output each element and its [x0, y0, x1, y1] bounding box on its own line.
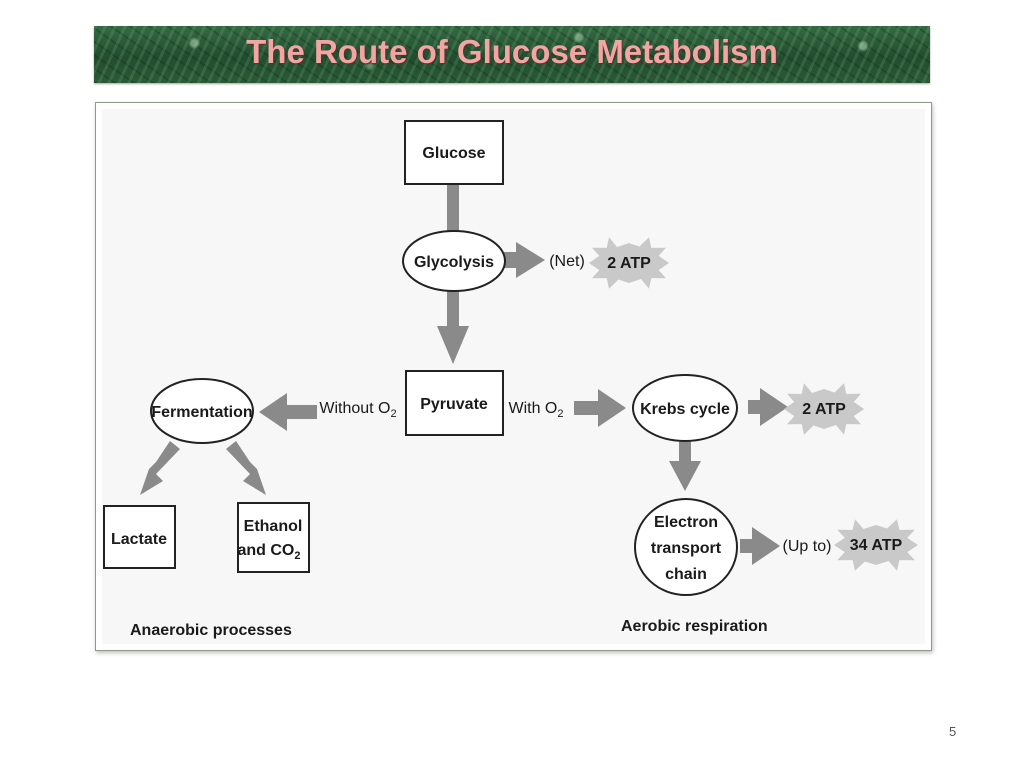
anaerobic-caption: Anaerobic processes [130, 622, 292, 639]
arrows [140, 185, 788, 565]
arrow-krebs-to-atp [748, 388, 788, 426]
node-electron-transport-chain: Electron transport chain [634, 498, 738, 596]
krebs-label: Krebs cycle [640, 401, 730, 418]
fermentation-label: Fermentation [151, 404, 252, 421]
aerobic-caption: Aerobic respiration [621, 618, 768, 635]
lactate-box [103, 505, 176, 569]
pyruvate-box [405, 370, 504, 436]
node-pyruvate: Pyruvate [405, 370, 504, 436]
arrow-glycolysis-to-atp [504, 242, 545, 278]
without-o2-label: Without O2 [319, 400, 396, 420]
etc-label-line3: chain [665, 566, 707, 583]
ethanol-box [237, 502, 310, 573]
arrow-pyruvate-to-krebs [574, 389, 626, 427]
arrow-pyruvate-to-fermentation [259, 393, 317, 431]
pyruvate-label: Pyruvate [420, 396, 488, 413]
glucose-label: Glucose [422, 145, 485, 162]
glycolysis-label: Glycolysis [414, 254, 494, 271]
arrow-fermentation-to-ethanol [226, 441, 266, 495]
atp-burst-glycolysis: 2 ATP [589, 237, 669, 289]
glucose-metabolism-diagram: Glucose Pyruvate Lactate Ethanol and CO2… [103, 120, 918, 639]
slide-title: The Route of Glucose Metabolism [246, 33, 778, 70]
krebs-ellipse [632, 374, 738, 442]
atp-burst-krebs: 2 ATP [784, 383, 864, 435]
glycolysis-ellipse [402, 230, 506, 292]
connector-glucose-glycolysis [447, 185, 459, 235]
node-fermentation: Fermentation [150, 378, 254, 444]
atp-glycolysis-label: 2 ATP [607, 255, 651, 272]
node-glucose: Glucose [404, 120, 504, 185]
fermentation-ellipse [150, 378, 254, 444]
etc-ellipse [634, 498, 738, 596]
diagram-panel: Glucose Pyruvate Lactate Ethanol and CO2… [95, 102, 932, 651]
node-krebs: Krebs cycle [632, 374, 738, 442]
glucose-box [404, 120, 504, 185]
arrow-krebs-to-etc [669, 441, 701, 491]
arrow-fermentation-to-lactate [140, 441, 180, 495]
up-to-label: (Up to) [783, 538, 832, 555]
atp-burst-etc: 34 ATP [834, 519, 918, 571]
lactate-label: Lactate [111, 531, 167, 548]
atp-etc-label: 34 ATP [850, 537, 903, 554]
node-glycolysis: Glycolysis [402, 230, 506, 292]
atp-krebs-label: 2 ATP [802, 401, 846, 418]
node-lactate: Lactate [103, 505, 176, 569]
net-label: (Net) [549, 253, 585, 270]
arrow-etc-to-atp [740, 527, 780, 565]
arrow-glycolysis-to-pyruvate [437, 287, 469, 364]
etc-label-line2: transport [651, 540, 722, 557]
ethanol-label-line2: and CO2 [237, 542, 300, 562]
etc-label-line1: Electron [654, 514, 718, 531]
ethanol-label-line1: Ethanol [244, 518, 303, 535]
title-banner: The Route of Glucose Metabolism [94, 26, 930, 83]
node-ethanol: Ethanol and CO2 [237, 502, 310, 573]
page-number: 5 [949, 724, 957, 739]
with-o2-label: With O2 [508, 400, 563, 420]
